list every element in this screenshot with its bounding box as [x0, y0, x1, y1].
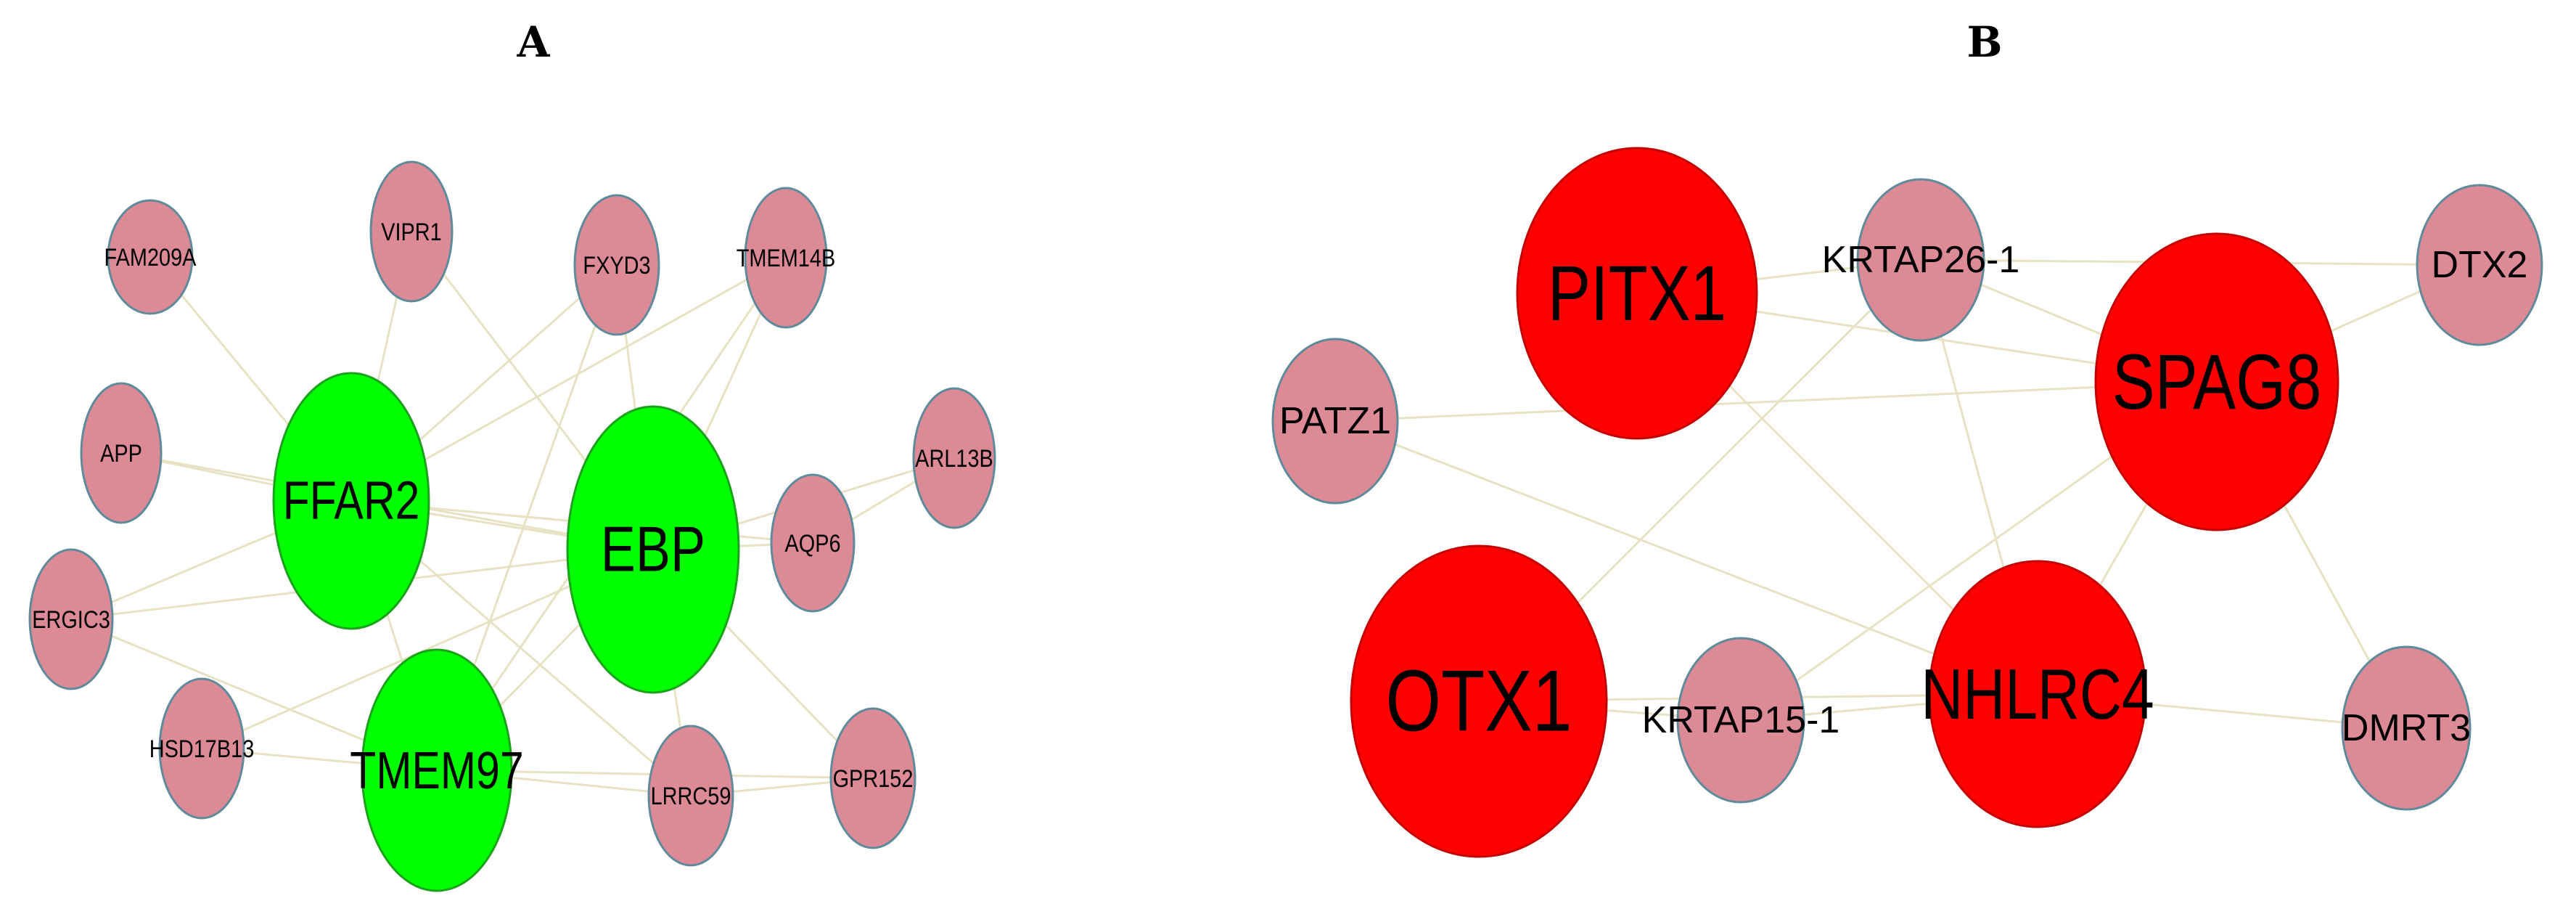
node-nhlrc4[interactable]: NHLRC4	[1921, 560, 2154, 828]
node-patz1[interactable]: PATZ1	[1271, 338, 1399, 505]
node-vipr1[interactable]: VIPR1	[369, 160, 454, 303]
node-hsd17b13[interactable]: HSD17B13	[149, 677, 255, 820]
node-spag8-label: SPAG8	[2112, 338, 2322, 425]
node-krtap15-1-circle	[1676, 637, 1805, 804]
node-dtx2[interactable]: DTX2	[2416, 184, 2543, 346]
node-krtap15-1[interactable]: KRTAP15-1	[1642, 637, 1840, 804]
node-fam209a[interactable]: FAM209A	[104, 199, 197, 315]
node-lrrc59[interactable]: LRRC59	[647, 725, 734, 867]
node-arl13b-circle	[912, 387, 996, 529]
node-ergic3-circle	[28, 548, 114, 690]
node-app-circle	[80, 382, 163, 524]
node-app[interactable]: APP	[80, 382, 163, 524]
node-krtap15-1-label: KRTAP15-1	[1642, 699, 1840, 741]
node-fxyd3-label: FXYD3	[583, 251, 650, 279]
node-ebp[interactable]: EBP	[566, 405, 740, 694]
node-lrrc59-circle	[647, 725, 734, 867]
node-ergic3-label: ERGIC3	[32, 605, 110, 634]
node-gpr152-circle	[829, 707, 916, 849]
node-ebp-circle	[566, 405, 740, 694]
node-tmem97-label: TMEM97	[350, 741, 523, 800]
node-app-label: APP	[100, 439, 142, 468]
node-krtap26-1[interactable]: KRTAP26-1	[1822, 178, 2020, 342]
node-pitx1-label: PITX1	[1548, 250, 1726, 337]
node-hsd17b13-label: HSD17B13	[149, 735, 255, 763]
node-aqp6-label: AQP6	[784, 529, 840, 558]
node-fam209a-circle	[107, 199, 194, 315]
node-aqp6[interactable]: AQP6	[770, 473, 856, 613]
node-vipr1-circle	[369, 160, 454, 303]
node-arl13b[interactable]: ARL13B	[912, 387, 996, 529]
node-tmem14b-circle	[744, 187, 828, 329]
node-gpr152-label: GPR152	[833, 764, 914, 793]
edge-patz1-nhlrc4	[1334, 420, 2038, 695]
node-dmrt3-circle	[2341, 645, 2472, 811]
node-krtap26-1-circle	[1856, 178, 1985, 342]
node-ffar2[interactable]: FFAR2	[272, 372, 430, 630]
node-krtap26-1-label: KRTAP26-1	[1822, 239, 2020, 281]
node-dtx2-circle	[2416, 184, 2543, 346]
node-patz1-circle	[1271, 338, 1399, 505]
node-tmem14b-label: TMEM14B	[737, 244, 835, 272]
node-ffar2-circle	[272, 372, 430, 630]
node-vipr1-label: VIPR1	[381, 218, 442, 246]
node-nhlrc4-circle	[1928, 560, 2147, 828]
node-fxyd3-circle	[573, 194, 660, 336]
node-tmem14b[interactable]: TMEM14B	[737, 187, 835, 329]
node-otx1-circle	[1350, 544, 1608, 858]
node-aqp6-circle	[770, 473, 856, 613]
node-dmrt3[interactable]: DMRT3	[2341, 645, 2472, 811]
panel-b-label: B	[1966, 17, 2002, 67]
node-dtx2-label: DTX2	[2432, 244, 2528, 286]
node-ergic3[interactable]: ERGIC3	[28, 548, 114, 690]
node-otx1-label: OTX1	[1386, 653, 1572, 749]
node-tmem97-circle	[361, 648, 513, 892]
node-gpr152[interactable]: GPR152	[829, 707, 916, 849]
node-patz1-label: PATZ1	[1279, 400, 1391, 442]
node-nhlrc4-label: NHLRC4	[1921, 654, 2154, 733]
node-ffar2-label: FFAR2	[283, 471, 420, 531]
node-dmrt3-label: DMRT3	[2342, 707, 2471, 749]
node-ebp-label: EBP	[601, 514, 705, 585]
edge-spag8-patz1	[1334, 380, 2218, 423]
panel-a-label: A	[516, 17, 550, 67]
node-tmem97[interactable]: TMEM97	[350, 648, 524, 892]
node-pitx1[interactable]: PITX1	[1516, 147, 1758, 440]
node-spag8-circle	[2094, 232, 2339, 531]
node-spag8[interactable]: SPAG8	[2094, 232, 2339, 531]
node-fxyd3[interactable]: FXYD3	[573, 194, 660, 336]
node-arl13b-label: ARL13B	[915, 444, 993, 473]
node-otx1[interactable]: OTX1	[1350, 544, 1608, 858]
node-hsd17b13-circle	[158, 677, 245, 820]
node-lrrc59-label: LRRC59	[651, 782, 731, 810]
node-fam209a-label: FAM209A	[104, 243, 197, 272]
node-pitx1-circle	[1516, 147, 1758, 440]
